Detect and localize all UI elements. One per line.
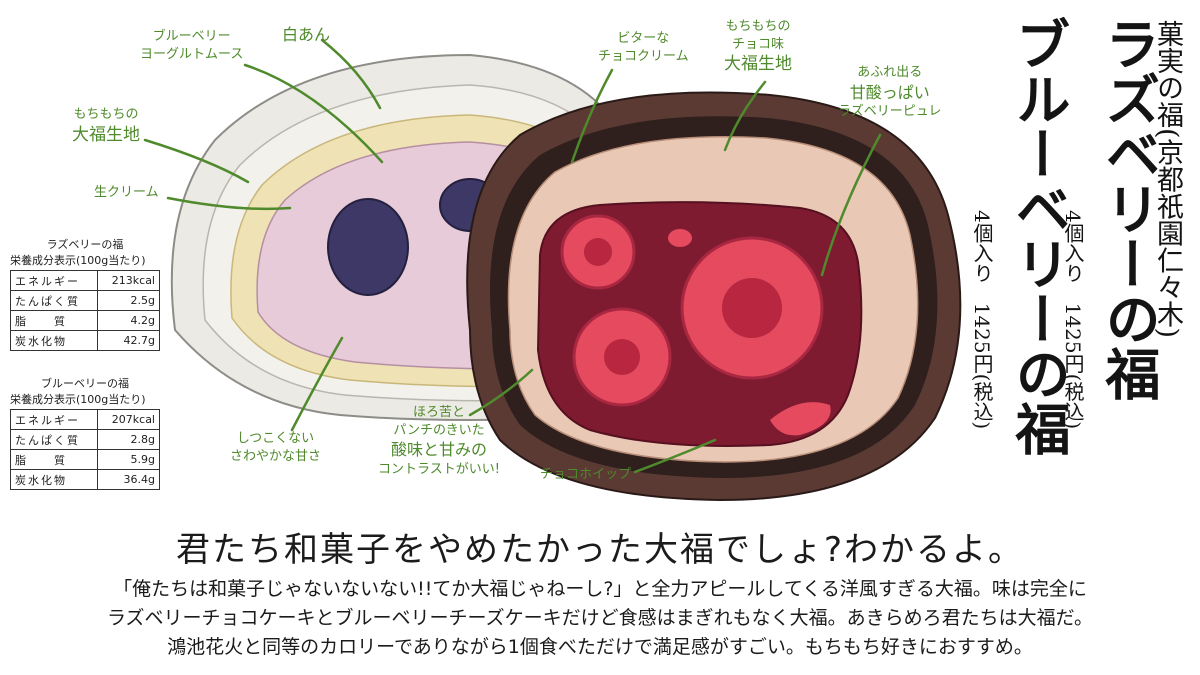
label-light-sweet: しつこくない さわやかな甘さ	[230, 430, 321, 465]
description-line-1: 「俺たちは和菓子じゃないないない!!てか大福じゃねーし?」と全力アピールしてくる…	[113, 578, 1087, 600]
nutrient-name: 炭水化物	[10, 330, 98, 352]
nutrition-subtitle: 栄養成分表示(100g当たり)	[10, 254, 146, 268]
nutrient-value: 4.2g	[97, 310, 160, 332]
product-name-blueberry: ブルーベリーの福	[1006, 16, 1071, 456]
label-line: あふれ出る	[857, 65, 923, 80]
label-mochi-left: もちもちの 大福生地	[72, 106, 140, 146]
nutrient-value: 42.7g	[97, 330, 160, 352]
blueberry-fruit	[327, 198, 409, 296]
label-raspberry-puree: あふれ出る 甘酸っぱい ラズベリーピュレ	[838, 64, 941, 121]
nutrient-value: 2.8g	[97, 429, 160, 451]
label-blueberry-mousse: ブルーベリー ヨーグルトムース	[140, 28, 243, 63]
raspberry-daifuku	[466, 91, 962, 502]
nutrient-name: 脂 質	[10, 310, 98, 332]
label-line: さわやかな甘さ	[230, 448, 322, 464]
product-name-raspberry: ラズベリーの福	[1096, 16, 1161, 401]
nutrition-subtitle: 栄養成分表示(100g当たり)	[10, 393, 146, 407]
nutrient-name: 脂 質	[10, 449, 98, 471]
nutrient-value: 36.4g	[97, 469, 160, 491]
brand-vertical: 菓実の福(京都祇園仁々木)	[1152, 20, 1183, 339]
label-line: ラズベリーピュレ	[838, 104, 942, 120]
nutrient-value: 213kcal	[97, 270, 160, 292]
leader-lines	[143, 38, 882, 474]
label-line: パンチのきいた	[393, 422, 485, 438]
label-line: チョコ味	[731, 36, 784, 52]
description-line-2: ラズベリーチョコケーキとブルーベリーチーズケーキだけど食感はまぎれもなく大福。あ…	[106, 607, 1094, 629]
label-bitter-choco: ビターな チョコクリーム	[598, 30, 689, 65]
nutrition-title: ラズベリーの福	[46, 238, 124, 251]
nutrient-name: エネルギー	[10, 270, 98, 292]
raspberry-fragment	[668, 229, 692, 247]
nutrient-name: 炭水化物	[10, 469, 98, 491]
label-contrast: ほろ苦と パンチのきいた 酸味と甘みの コントラストがいい!	[378, 404, 500, 478]
label-line: 大福生地	[72, 124, 140, 145]
raspberry-core	[584, 238, 612, 266]
headline: 君たち和菓子をやめたかった大福でしょ?わかるよ。	[175, 530, 1025, 570]
label-mochi-choco: もちもちの チョコ味 大福生地	[724, 18, 792, 76]
label-line: 白あん	[282, 25, 331, 44]
price-raspberry: 4個入り 1425円(税込)	[1061, 210, 1085, 430]
label-shiroan: 白あん	[282, 24, 330, 46]
description-line-3: 鴻池花火と同等のカロリーでありながら1個食べただけで満足感がすごい。もちもち好き…	[167, 636, 1033, 658]
nutrient-name: たんぱく質	[10, 429, 98, 451]
nutrient-value: 5.9g	[97, 449, 160, 471]
label-line: 酸味と甘みの	[390, 440, 487, 460]
raspberry-core	[604, 339, 640, 375]
nutrient-value: 2.5g	[97, 290, 160, 312]
nutrition-title: ブルーベリーの福	[41, 377, 129, 390]
label-line: 生クリーム	[94, 185, 159, 200]
label-line: ビターな	[617, 31, 670, 46]
label-line: コントラストがいい!	[378, 461, 500, 477]
raspberry-core	[722, 278, 782, 338]
label-line: もちもちの	[725, 19, 791, 34]
label-line: ヨーグルトムース	[140, 46, 244, 62]
label-line: しつこくない	[236, 431, 315, 446]
label-line: チョコクリーム	[598, 48, 689, 64]
label-line: もちもちの	[73, 107, 139, 122]
nutrient-value: 207kcal	[97, 409, 160, 431]
label-line: チョコホイップ	[540, 467, 632, 482]
label-line: 甘酸っぱい	[849, 82, 930, 102]
label-choco-whip: チョコホイップ	[540, 466, 631, 484]
label-line: ブルーベリー	[152, 29, 231, 44]
nutrient-name: エネルギー	[10, 409, 98, 431]
price-blueberry: 4個入り 1425円(税込)	[970, 210, 994, 430]
label-line: ほろ苦と	[412, 405, 465, 420]
nutrient-name: たんぱく質	[10, 290, 98, 312]
label-fresh-cream: 生クリーム	[94, 184, 159, 202]
raspberry-fragment	[770, 402, 831, 436]
label-line: 大福生地	[724, 54, 792, 75]
